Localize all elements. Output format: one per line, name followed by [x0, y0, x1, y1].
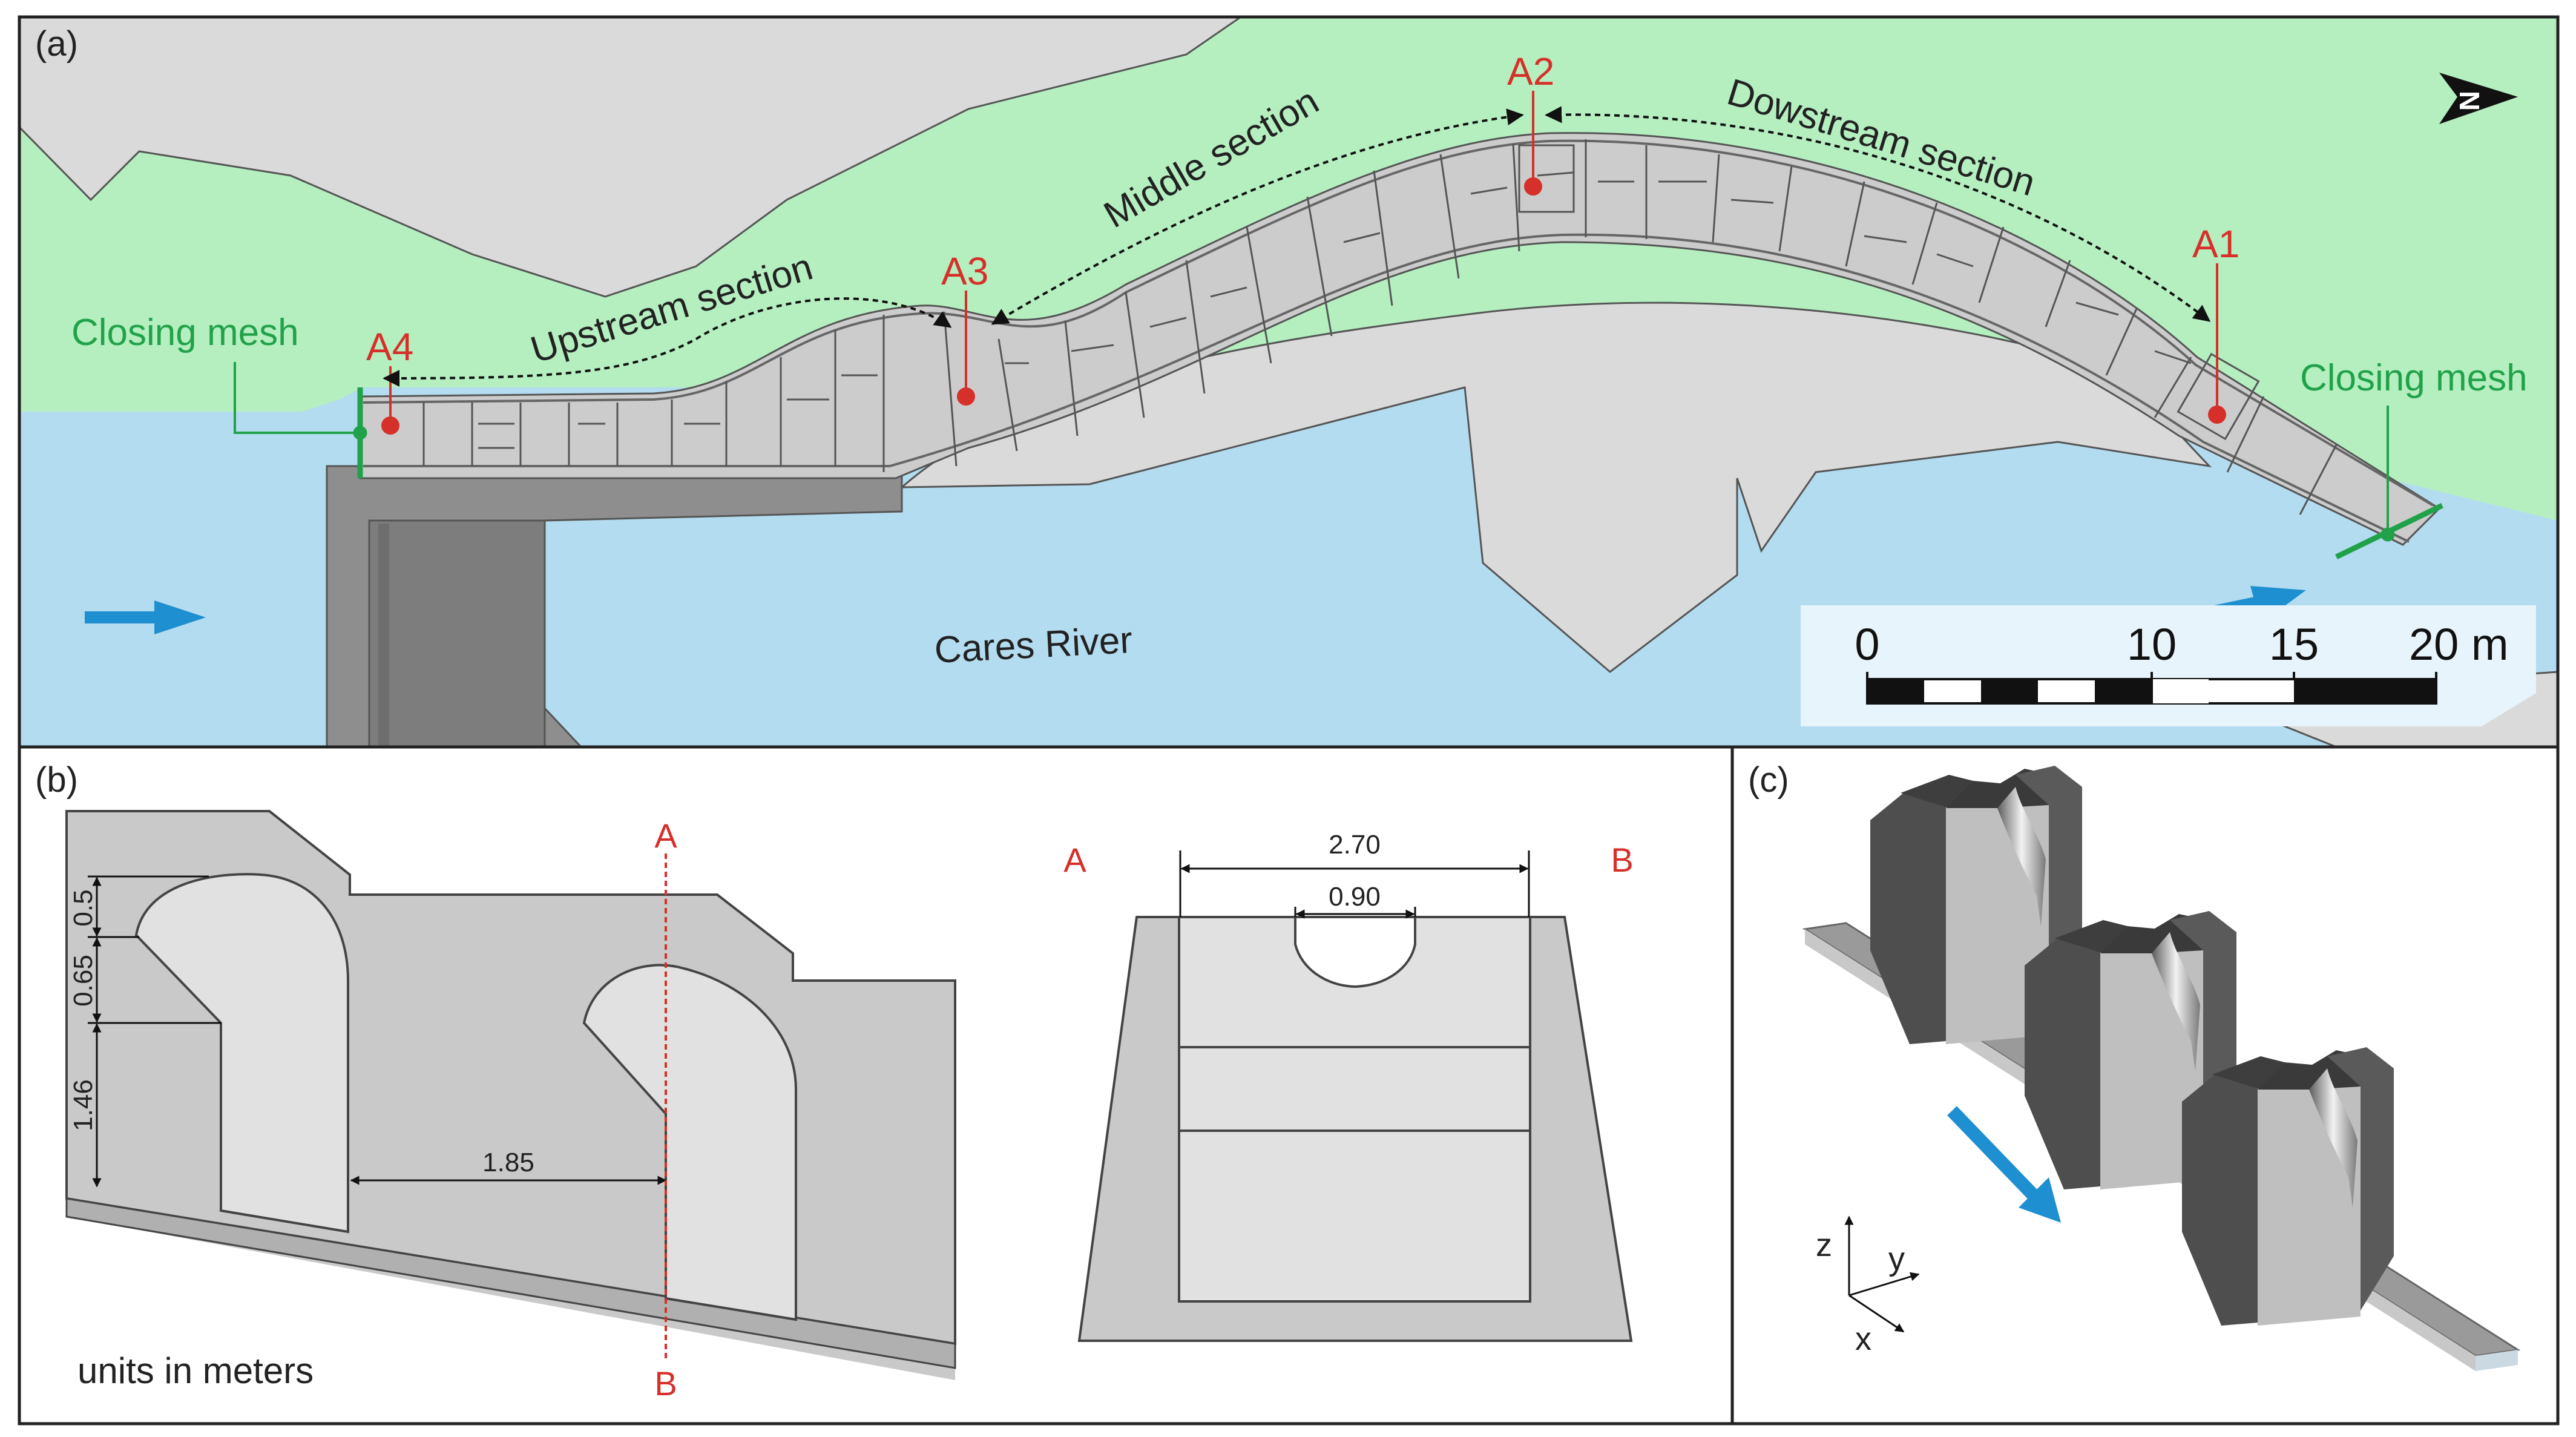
dim-label-1-46: 1.46: [68, 1079, 98, 1131]
cut-label-b-bottom: B: [654, 1364, 677, 1402]
dimension-lines-right: [1179, 850, 1530, 919]
cut-label-a-left: A: [1063, 841, 1086, 879]
cut-label-a-top: A: [654, 817, 677, 855]
dimension-lines-left: [88, 875, 667, 1188]
longitudinal-section: [65, 810, 956, 1380]
baffle-model: [1802, 766, 2521, 1371]
baffle-block-3: [2182, 1047, 2394, 1326]
scale-tick-10: 10: [2127, 619, 2177, 669]
scale-bar: [1801, 605, 2536, 726]
axis-label-y: y: [1888, 1241, 1905, 1277]
north-arrow-icon: [2439, 73, 2518, 124]
cut-label-b-right: B: [1611, 841, 1633, 879]
point-label-a1: A1: [2192, 222, 2239, 266]
dim-label-2-70: 2.70: [1329, 830, 1381, 860]
axis-triad: [1844, 1215, 1920, 1333]
baffle-block-2: [2025, 911, 2236, 1189]
closing-mesh-left-line: [234, 362, 367, 478]
closing-mesh-right-line: [2335, 406, 2443, 560]
flow-direction-arrow: [1947, 1106, 2061, 1223]
panel-c-frame: [1730, 745, 2560, 1425]
point-label-a3: A3: [941, 249, 988, 293]
section-extent-arrows: [383, 106, 2211, 387]
scale-tick-15: 15: [2269, 619, 2319, 669]
point-label-a2: A2: [1507, 50, 1554, 93]
dim-label-0-90: 0.90: [1329, 882, 1381, 912]
scale-tick-0: 0: [1855, 619, 1879, 669]
axis-label-z: z: [1816, 1227, 1832, 1263]
units-note: units in meters: [77, 1350, 314, 1391]
river-label: Cares River: [933, 619, 1133, 671]
panel-a-map: N: [18, 15, 2560, 749]
dim-label-0-65: 0.65: [68, 955, 98, 1007]
closing-mesh-label-right: Closing mesh: [2300, 357, 2528, 399]
pier-inner: [368, 519, 546, 747]
point-label-a4: A4: [366, 325, 413, 369]
panel-label-b: (b): [35, 760, 78, 800]
north-label: N: [2454, 91, 2485, 111]
river-flow-arrow: [85, 600, 206, 634]
panel-label-c: (c): [1748, 760, 1789, 800]
panel-label-a: (a): [35, 24, 78, 64]
scale-tick-20: 20 m: [2409, 619, 2509, 669]
dim-label-1-85: 1.85: [482, 1148, 534, 1177]
axis-label-x: x: [1855, 1321, 1871, 1357]
dim-label-0-5: 0.5: [68, 889, 98, 926]
land-upper-left: [19, 17, 1243, 298]
cross-section: [1077, 916, 1633, 1342]
closing-mesh-label-left: Closing mesh: [71, 312, 299, 353]
